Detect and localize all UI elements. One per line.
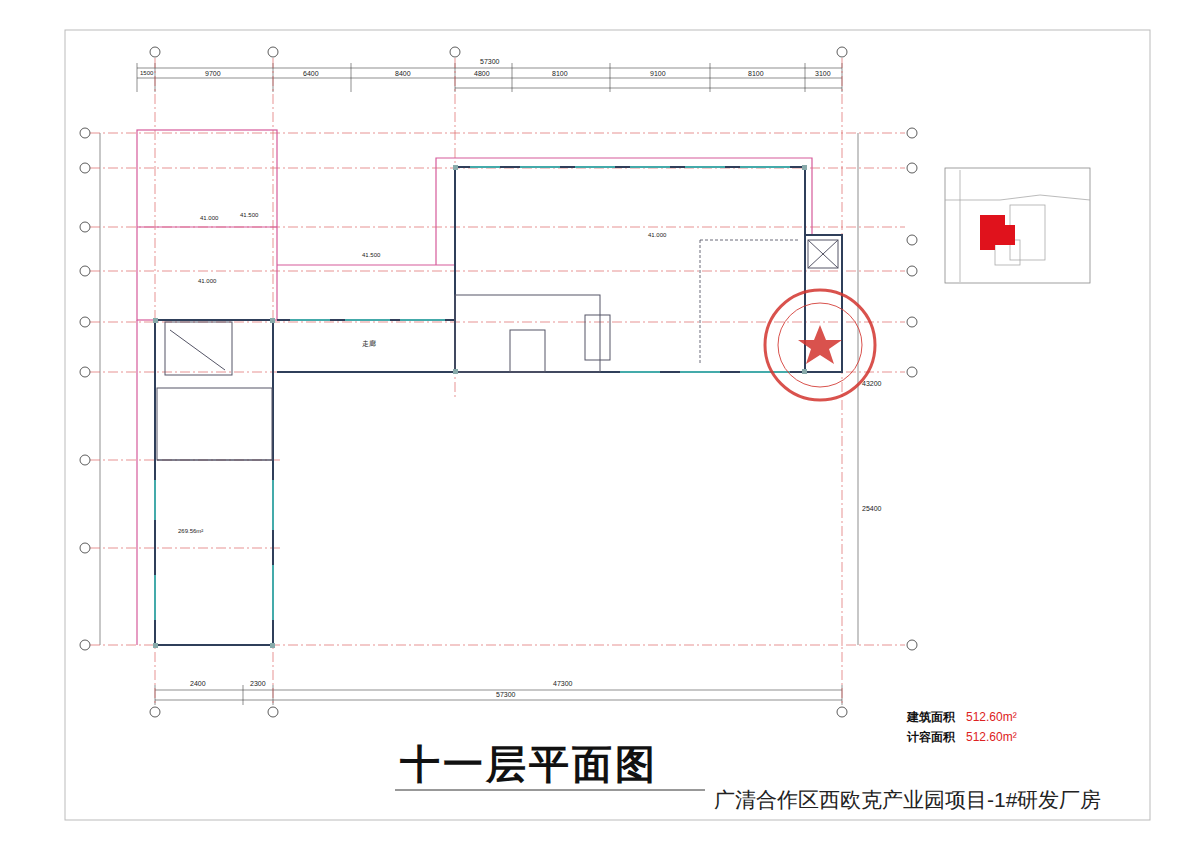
elevation: 41.000 — [200, 215, 218, 222]
room-area: 269.56m² — [178, 528, 203, 535]
room-name: 走廊 — [362, 340, 376, 348]
area-label: 建筑面积 — [907, 711, 955, 724]
dimension: 25400 — [862, 505, 881, 513]
area-value: 512.60m² — [966, 731, 1017, 744]
project-caption: 广清合作区西欧克产业园项目-1#研发厂房 — [714, 788, 1101, 811]
dimension: 47300 — [553, 680, 572, 688]
elevation: 41.500 — [240, 212, 258, 219]
dimension: 57300 — [480, 58, 499, 66]
elevation: 41.000 — [648, 232, 666, 239]
dimension: 1500 — [140, 70, 153, 77]
dimension: 6400 — [303, 70, 319, 78]
dimension: 4800 — [474, 70, 490, 78]
area-value: 512.60m² — [966, 711, 1017, 724]
area-label: 计容面积 — [907, 731, 955, 744]
dimension: 2300 — [250, 680, 266, 688]
dimension: 8400 — [395, 70, 411, 78]
dimension: 43200 — [862, 380, 881, 388]
dimension: 3100 — [815, 70, 831, 78]
dimension: 8100 — [552, 70, 568, 78]
dimension: 9700 — [205, 70, 221, 78]
dimension: 8100 — [748, 70, 764, 78]
drawing-title: 十一层平面图 — [400, 742, 658, 786]
elevation: 41.500 — [362, 252, 380, 259]
dimension: 9100 — [650, 70, 666, 78]
elevation: 41.000 — [198, 278, 216, 285]
dimension: 57300 — [496, 691, 515, 699]
dimension: 2400 — [190, 680, 206, 688]
